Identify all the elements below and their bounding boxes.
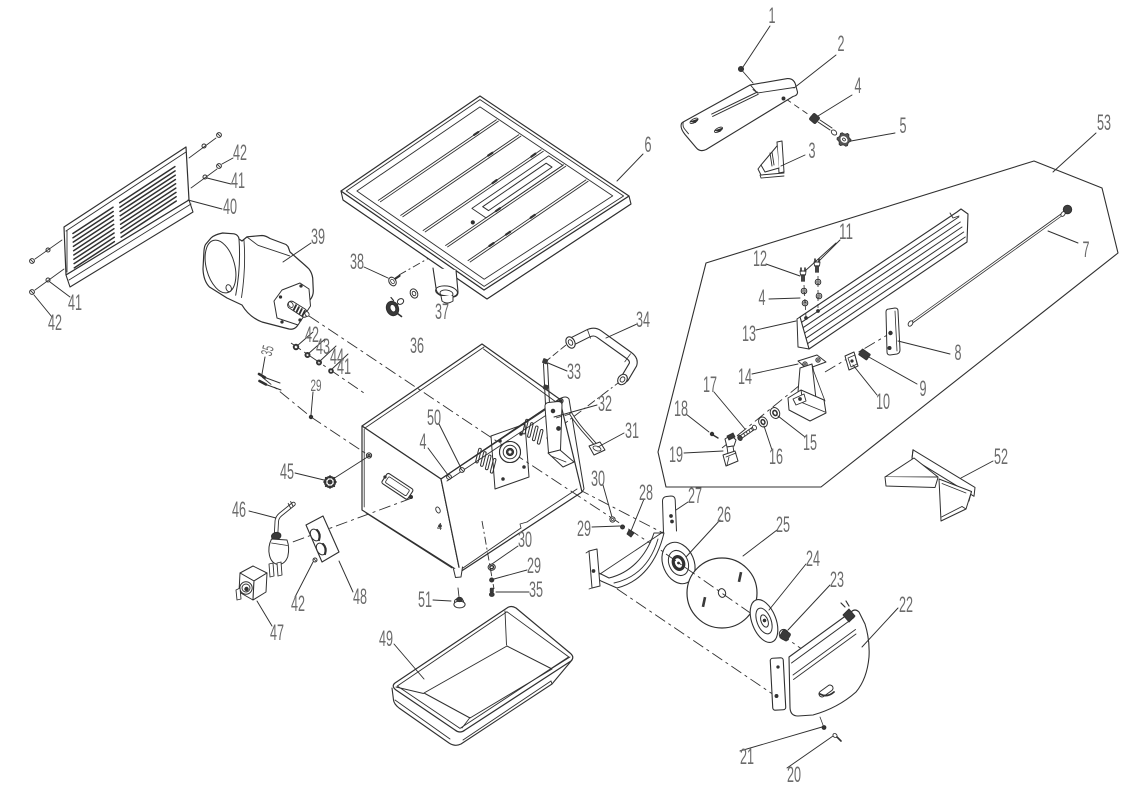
svg-text:16: 16	[769, 444, 783, 469]
svg-text:3: 3	[809, 138, 816, 163]
svg-text:48: 48	[353, 584, 367, 609]
svg-text:14: 14	[738, 364, 752, 389]
svg-text:41: 41	[68, 290, 82, 315]
svg-text:29: 29	[527, 553, 541, 578]
svg-text:1: 1	[769, 3, 776, 28]
svg-text:30: 30	[591, 466, 605, 491]
svg-text:36: 36	[410, 333, 424, 358]
svg-text:35: 35	[259, 344, 278, 358]
svg-text:42: 42	[291, 591, 305, 616]
svg-text:29: 29	[577, 516, 591, 541]
svg-text:42: 42	[48, 310, 62, 335]
svg-text:51: 51	[418, 587, 432, 612]
svg-text:53: 53	[1097, 110, 1111, 135]
svg-text:52: 52	[994, 444, 1008, 469]
svg-text:13: 13	[742, 321, 756, 346]
svg-text:11: 11	[839, 219, 853, 244]
svg-text:8: 8	[955, 340, 962, 365]
svg-text:4: 4	[420, 429, 427, 454]
svg-text:30: 30	[518, 527, 532, 552]
svg-text:28: 28	[639, 480, 653, 505]
svg-text:2: 2	[838, 31, 845, 56]
svg-text:49: 49	[379, 626, 393, 651]
svg-text:4: 4	[437, 522, 442, 533]
svg-text:41: 41	[337, 354, 351, 379]
svg-text:32: 32	[598, 391, 612, 416]
svg-text:29: 29	[311, 376, 322, 395]
svg-text:5: 5	[900, 113, 907, 138]
svg-text:34: 34	[636, 307, 650, 332]
svg-text:22: 22	[899, 592, 913, 617]
svg-text:25: 25	[776, 512, 790, 537]
svg-text:35: 35	[529, 577, 543, 602]
svg-text:12: 12	[753, 246, 767, 271]
svg-text:42: 42	[233, 140, 247, 165]
svg-text:26: 26	[717, 502, 731, 527]
svg-text:4: 4	[855, 73, 862, 98]
svg-text:44: 44	[330, 344, 344, 369]
svg-text:42: 42	[305, 322, 319, 347]
svg-text:15: 15	[803, 430, 817, 455]
svg-text:38: 38	[350, 249, 364, 274]
svg-text:17: 17	[703, 372, 717, 397]
svg-text:46: 46	[232, 497, 246, 522]
svg-text:7: 7	[1083, 237, 1090, 262]
svg-text:40: 40	[223, 194, 237, 219]
svg-text:21: 21	[740, 744, 754, 769]
svg-text:31: 31	[625, 418, 639, 443]
svg-text:50: 50	[427, 405, 441, 430]
svg-text:24: 24	[806, 546, 820, 571]
svg-text:4: 4	[759, 285, 766, 310]
svg-text:6: 6	[645, 132, 652, 157]
svg-text:27: 27	[688, 483, 702, 508]
svg-text:20: 20	[787, 762, 801, 787]
svg-text:9: 9	[920, 376, 927, 401]
svg-text:45: 45	[280, 459, 294, 484]
svg-text:23: 23	[830, 567, 844, 592]
svg-text:39: 39	[311, 224, 325, 249]
svg-text:43: 43	[316, 334, 330, 359]
svg-text:19: 19	[669, 442, 683, 467]
svg-text:37: 37	[435, 299, 449, 324]
svg-text:18: 18	[674, 396, 688, 421]
svg-text:10: 10	[876, 389, 890, 414]
svg-text:47: 47	[270, 620, 284, 645]
svg-text:33: 33	[567, 359, 581, 384]
svg-text:41: 41	[231, 168, 245, 193]
